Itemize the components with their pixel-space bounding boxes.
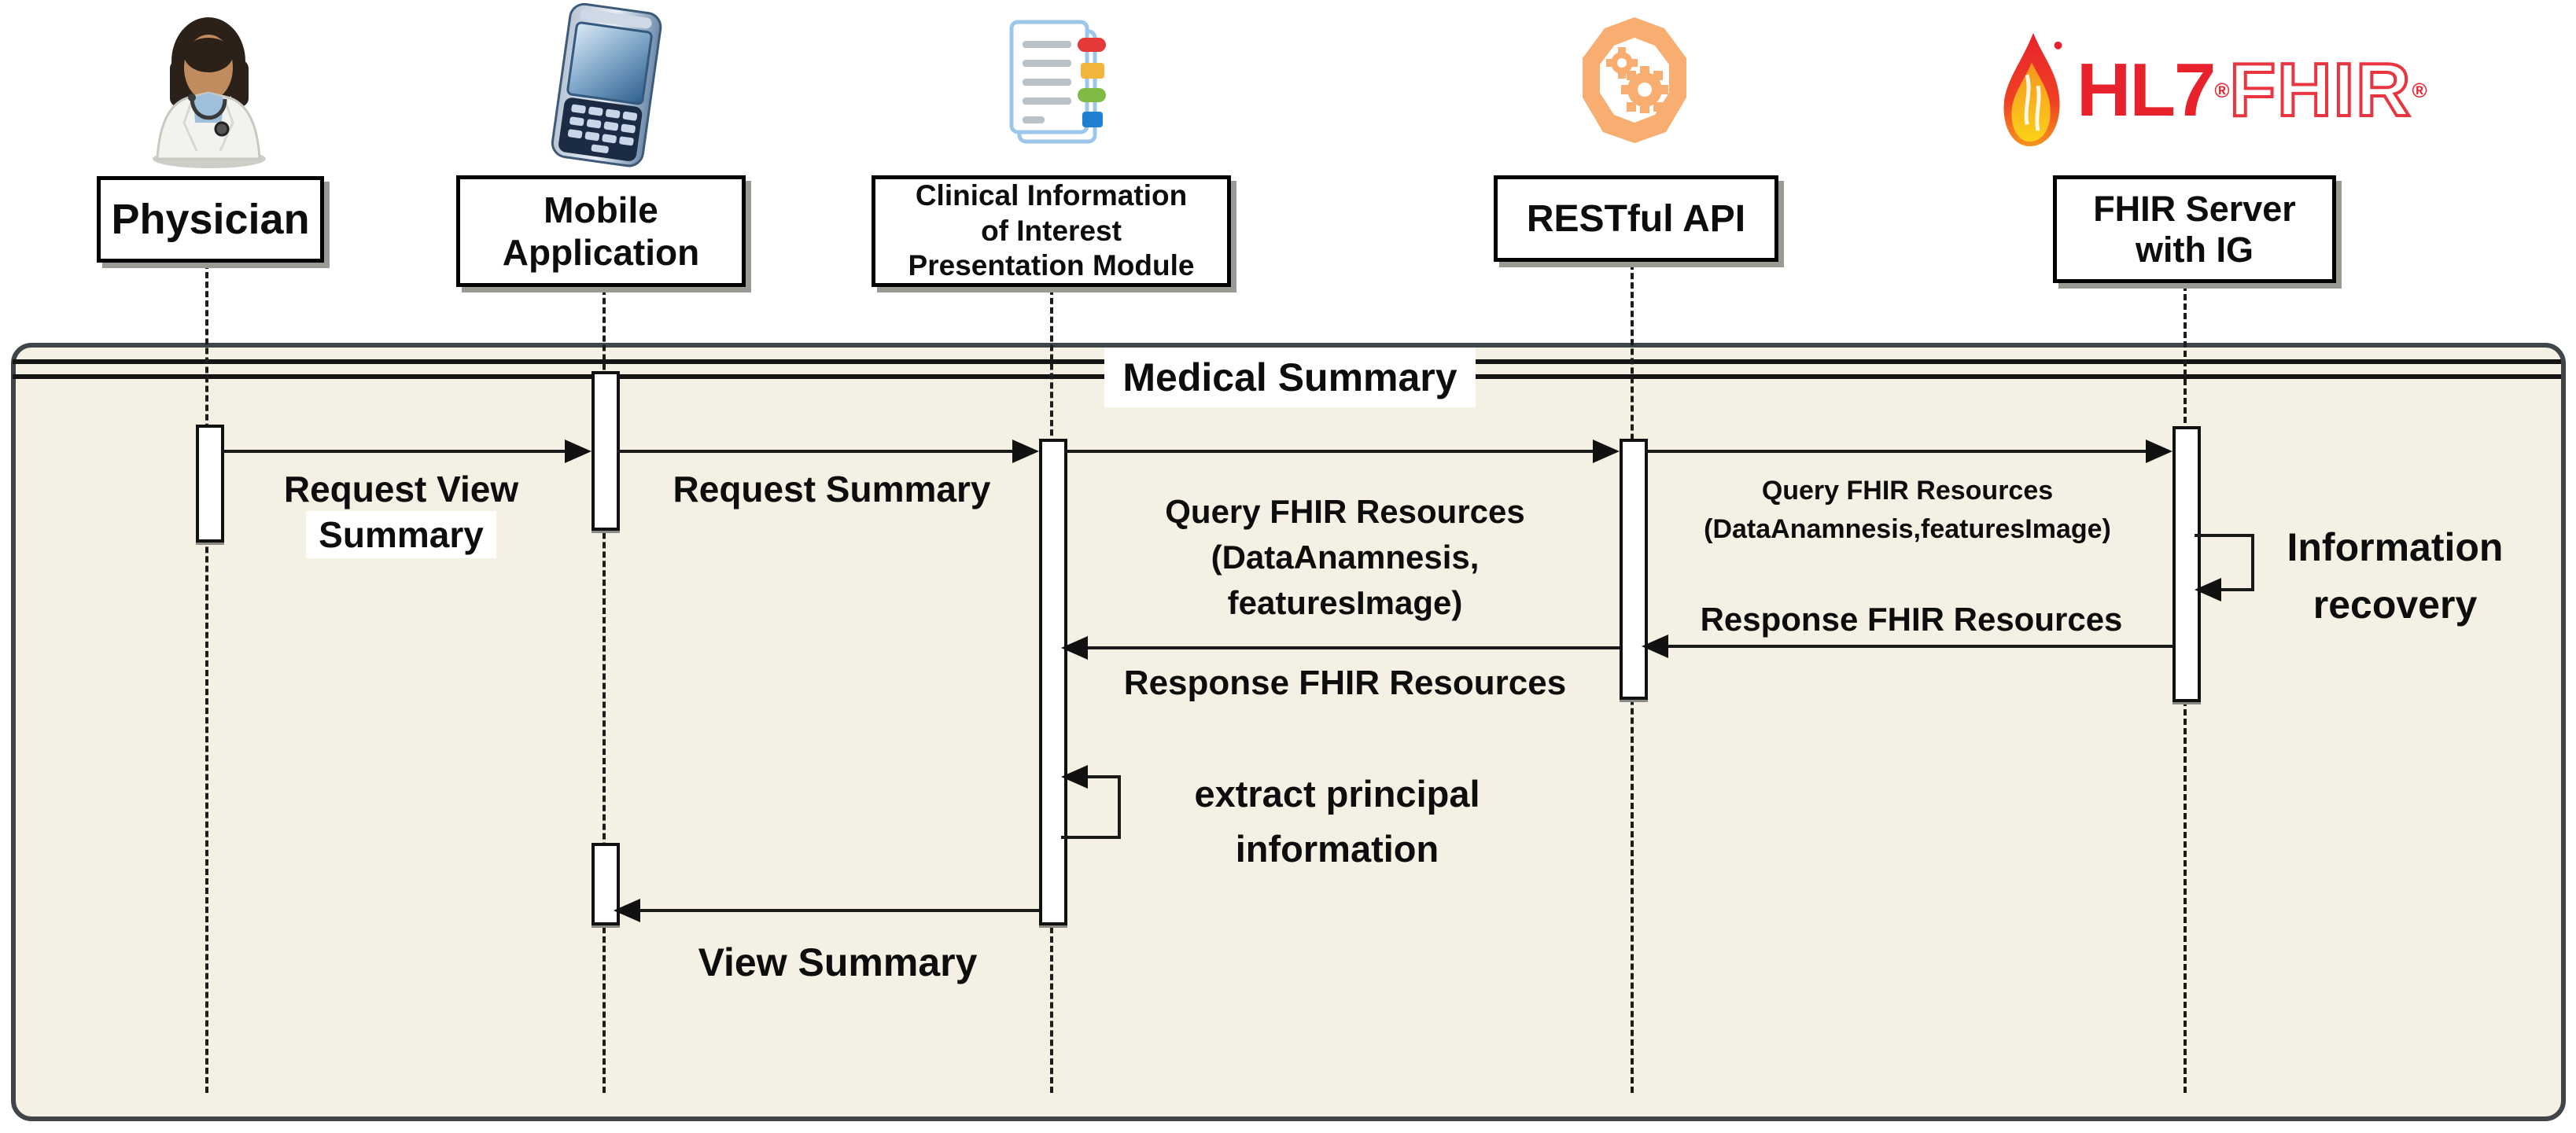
api-gears-icon xyxy=(1583,17,1686,143)
arrowhead-right-icon xyxy=(1012,440,1039,463)
selfloop-right-information-recovery xyxy=(2251,534,2254,591)
actor-label-line: Presentation Module xyxy=(908,249,1195,282)
activation-physician xyxy=(196,425,224,543)
document-bookmarks-icon xyxy=(1009,20,1106,144)
hl7-logo-text: HL7 xyxy=(2077,48,2216,132)
actor-label-line: with IG xyxy=(2136,229,2254,270)
physician-icon xyxy=(153,17,266,168)
selfloop-bottom-information-recovery xyxy=(2221,588,2254,591)
message-label-response-fhir-api: Response FHIR Resources xyxy=(1700,601,2123,638)
arrowhead-left-icon xyxy=(614,899,640,922)
actor-box-fhir-server: FHIR Server with IG xyxy=(2053,175,2336,283)
arrowhead-left-icon xyxy=(1642,635,1668,658)
message-label-request-summary: Request Summary xyxy=(673,469,991,509)
mobile-phone-icon xyxy=(551,2,662,167)
message-line-response-fhir-api xyxy=(1668,645,2172,648)
hl7-registered-mark: ® xyxy=(2214,79,2230,102)
arrowhead-left-icon xyxy=(1061,765,1088,789)
lifeline-physician xyxy=(205,263,208,1093)
fhir-logo-text: FHIR xyxy=(2228,46,2412,134)
actor-label-line: Clinical Information xyxy=(915,179,1188,212)
message-label-extract-principal: extract principal information xyxy=(1194,773,1480,870)
actor-label: Physician xyxy=(111,196,310,243)
diagram-title: Medical Summary xyxy=(1104,348,1476,407)
hl7-fhir-logo: HL7® FHIR® xyxy=(1990,31,2427,149)
arrowhead-left-icon xyxy=(2195,578,2221,601)
actor-label-line: Mobile xyxy=(544,189,658,230)
message-line-query-fhir-api xyxy=(1645,450,2146,453)
activation-fhir-server xyxy=(2172,426,2201,702)
message-label-query-fhir-api: Query FHIR Resources (DataAnamnesis,feat… xyxy=(1704,476,2111,545)
arrowhead-left-icon xyxy=(1061,636,1088,660)
actor-box-mobile-application: Mobile Application xyxy=(456,175,746,287)
fhir-flame-icon xyxy=(2003,32,2062,147)
message-label-request-view-summary: Request View Summary xyxy=(228,467,574,559)
actor-box-clinical-module: Clinical Information of Interest Present… xyxy=(872,175,1231,287)
fhir-registered-mark: ® xyxy=(2412,79,2427,102)
actor-label-line: Application xyxy=(502,232,700,273)
message-line-view-summary xyxy=(640,909,1039,912)
selfloop-top-information-recovery xyxy=(2195,534,2254,537)
message-line-query-fhir-module xyxy=(1064,450,1593,453)
arrowhead-right-icon xyxy=(1593,440,1620,463)
actor-label: RESTful API xyxy=(1526,197,1746,240)
actor-box-restful-api: RESTful API xyxy=(1494,175,1778,262)
message-line-request-view-summary xyxy=(221,450,565,453)
lifeline-mobile-application xyxy=(603,279,606,1093)
activation-restful-api xyxy=(1620,439,1648,700)
message-line-request-summary xyxy=(617,450,1012,453)
message-label-query-fhir-module: Query FHIR Resources (DataAnamnesis, fea… xyxy=(1165,493,1525,621)
actor-label-line: of Interest xyxy=(981,214,1122,247)
arrowhead-right-icon xyxy=(565,440,591,463)
selfloop-top-extract-principal xyxy=(1088,775,1121,778)
selfloop-bottom-extract-principal xyxy=(1061,836,1121,839)
sequence-frame xyxy=(11,343,2566,1121)
selfloop-right-extract-principal xyxy=(1118,775,1121,839)
actor-box-physician: Physician xyxy=(97,176,324,263)
activation-mobile-1 xyxy=(591,371,620,531)
message-label-response-fhir-module: Response FHIR Resources xyxy=(1123,664,1567,702)
arrowhead-right-icon xyxy=(2146,440,2172,463)
message-label-information-recovery: Information recovery xyxy=(2287,525,2504,627)
message-line-response-fhir-module xyxy=(1088,646,1620,649)
message-label-view-summary: View Summary xyxy=(698,940,978,984)
activation-clinical-module xyxy=(1039,439,1067,925)
actor-label-line: FHIR Server xyxy=(2093,188,2296,229)
